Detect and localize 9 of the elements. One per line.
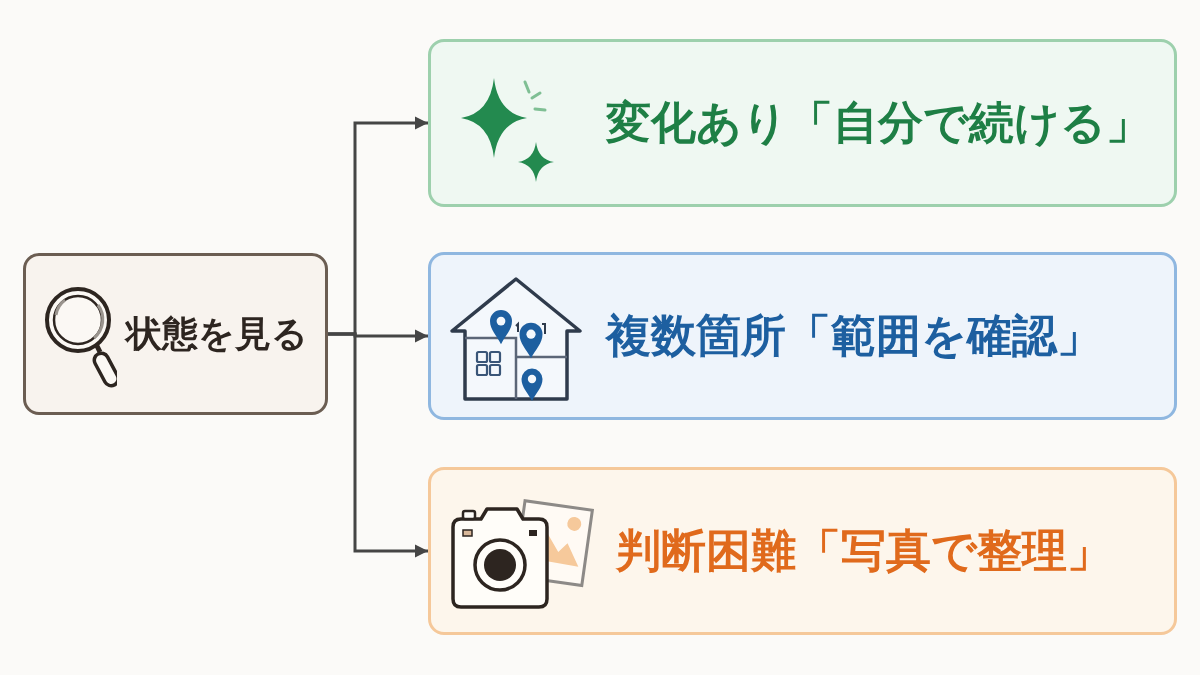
label-text: 複数箇所「範囲を確認」 (606, 309, 1102, 363)
arrow (328, 332, 428, 558)
result-box (428, 467, 1177, 635)
label-text: 状態を見る (126, 312, 308, 356)
result-box (428, 252, 1177, 420)
result-box (428, 39, 1177, 207)
start-box (23, 253, 328, 415)
label-text: 判断困難「写真で整理」 (616, 524, 1112, 578)
label-text: 変化あり「自分で続ける」 (606, 96, 1151, 150)
